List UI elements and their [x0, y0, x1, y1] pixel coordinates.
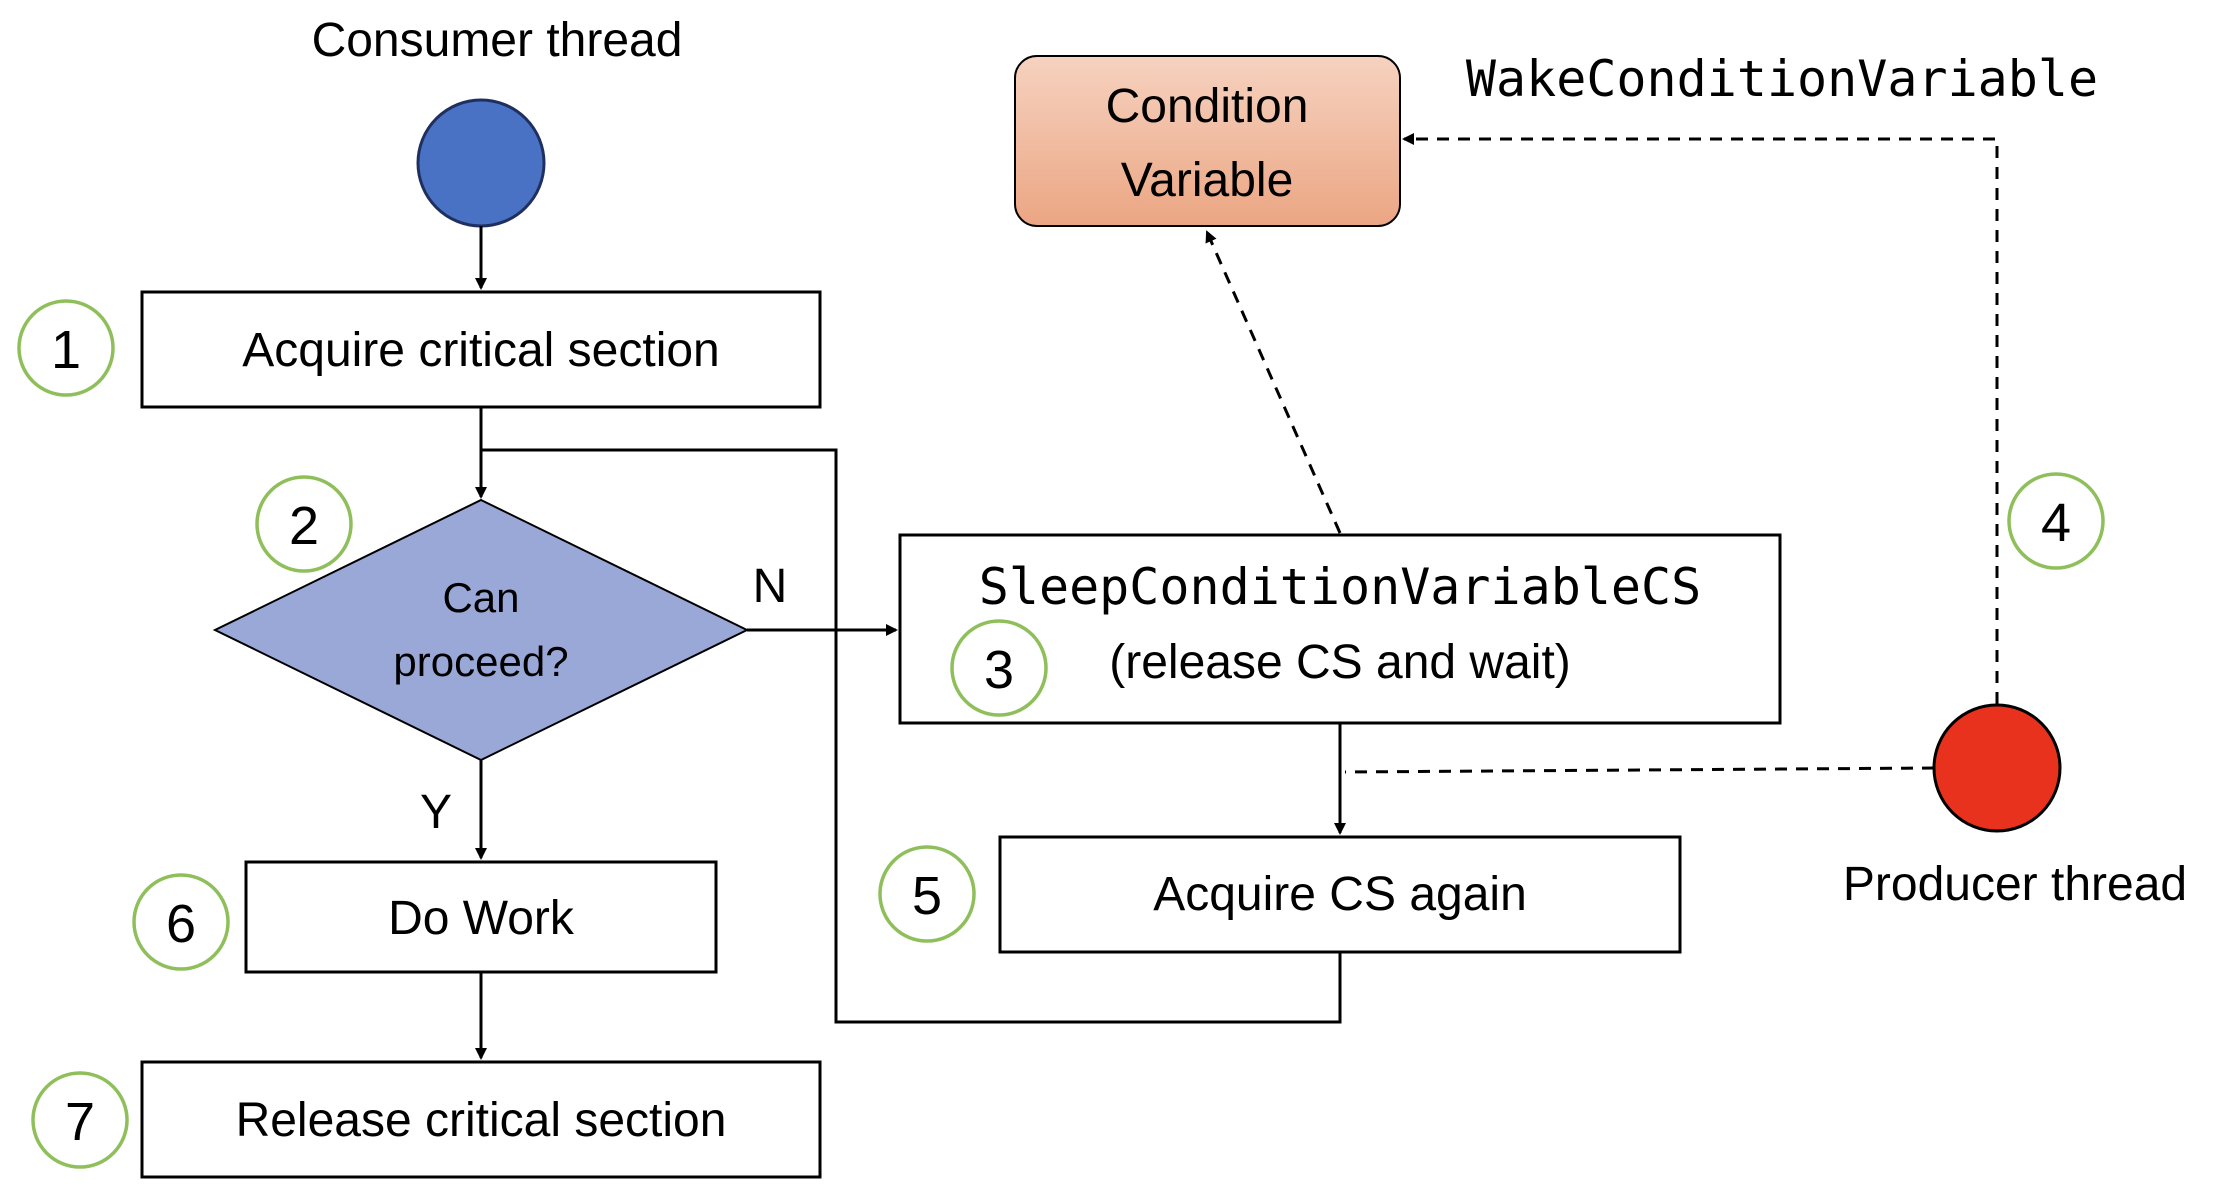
step-marker-7: 7 — [31, 1071, 129, 1169]
sleep-condition-variable-box — [898, 533, 1782, 725]
step-number-1: 1 — [51, 320, 81, 380]
step-number-4: 4 — [2041, 493, 2071, 553]
release-critical-section-label: Release critical section — [236, 1094, 727, 1147]
step-marker-2: 2 — [255, 475, 353, 573]
step-number-5: 5 — [912, 866, 942, 926]
step-number-2: 2 — [289, 496, 319, 556]
decision-label-line1: Can — [442, 574, 519, 621]
condition-variable-label-line2: Variable — [1121, 154, 1294, 207]
consumer-start-node — [416, 98, 546, 228]
step-marker-4: 4 — [2007, 472, 2105, 570]
loop-back-to-decision — [481, 448, 1342, 1024]
producer-thread-node — [1932, 703, 2062, 833]
step-marker-5: 5 — [878, 845, 976, 943]
do-work-label: Do Work — [388, 892, 575, 945]
step-marker-6: 6 — [132, 873, 230, 971]
wake-condition-variable-label: WakeConditionVariable — [1466, 50, 2098, 108]
producer-thread-label: Producer thread — [1843, 858, 2187, 911]
acquire-cs-again-label: Acquire CS again — [1153, 868, 1527, 921]
step-marker-1: 1 — [17, 299, 115, 397]
step-marker-3: 3 — [950, 619, 1048, 717]
step-number-6: 6 — [166, 894, 196, 954]
condition-variable-box — [1014, 55, 1401, 227]
condition-variable-label-line1: Condition — [1106, 80, 1309, 133]
acquire-cs-again-box — [998, 835, 1682, 954]
release-critical-section-box — [140, 1060, 822, 1179]
step-number-7: 7 — [65, 1092, 95, 1152]
yes-branch-label: Y — [420, 786, 452, 839]
sleep-call-label: SleepConditionVariableCS — [979, 558, 1701, 616]
step-number-3: 3 — [984, 640, 1014, 700]
acquire-critical-section-label: Acquire critical section — [242, 324, 720, 377]
decision-label-line2: proceed? — [393, 638, 568, 685]
consumer-thread-label: Consumer thread — [312, 14, 683, 67]
no-branch-label: N — [753, 560, 788, 613]
sleep-description-label: (release CS and wait) — [1109, 636, 1571, 689]
dashed-arrow-sleep-to-condition-variable — [1205, 230, 1342, 534]
dashed-line-producer-wake — [1344, 766, 1935, 774]
